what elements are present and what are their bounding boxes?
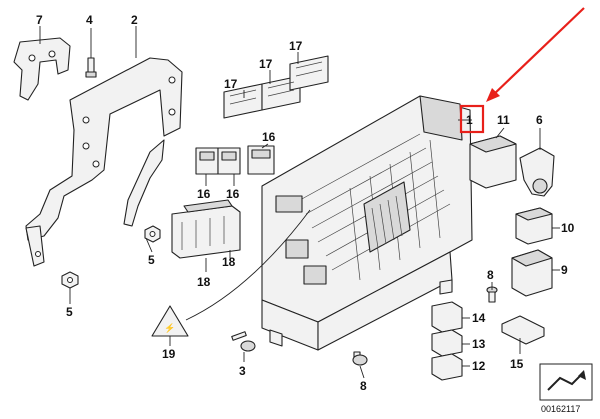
callout-10: 10: [561, 221, 575, 235]
callout-labels: 7 4 2 5 5 17 17 17 16 16 16 18 18 19 3 8…: [36, 13, 575, 393]
callout-19: 19: [162, 347, 176, 361]
callout-14: 14: [472, 311, 486, 325]
relay-16-pair: [195, 147, 241, 175]
highlight-annotation: [459, 7, 585, 134]
relay-9: [511, 249, 553, 297]
catalog-logo: 00162117: [539, 363, 593, 414]
relay-11: [469, 135, 517, 189]
callout-7: 7: [36, 13, 43, 27]
callout-17-middle: 17: [259, 57, 273, 71]
callout-11: 11: [497, 113, 510, 127]
callout-18-left: 18: [197, 275, 211, 289]
bracket-7: [13, 37, 71, 101]
callout-17-right: 17: [289, 39, 303, 53]
callout-4: 4: [86, 13, 93, 27]
callout-5-upper: 5: [148, 253, 155, 267]
callout-9: 9: [561, 263, 568, 277]
relay-13: [431, 329, 463, 357]
callout-5-lower: 5: [66, 305, 73, 319]
relay-14: [431, 301, 463, 333]
callout-8-lower: 8: [360, 379, 367, 393]
screw-8-lower: [352, 351, 368, 366]
callout-18-right: 18: [222, 255, 236, 269]
relay-block-18: [171, 199, 241, 259]
callout-15: 15: [510, 357, 524, 371]
relay-16-single: [247, 145, 275, 175]
catalog-number: 00162117: [541, 404, 580, 414]
callout-16-right: 16: [262, 130, 276, 144]
svg-text:⚡: ⚡: [164, 322, 175, 334]
callout-12: 12: [472, 359, 486, 373]
callout-3: 3: [239, 364, 246, 378]
callout-8-upper: 8: [487, 268, 494, 282]
fuse-box-1: [261, 95, 473, 351]
relay-strip-17: [223, 55, 329, 119]
sensor-6: [519, 147, 555, 197]
callout-17-left: 17: [224, 77, 238, 91]
connector-15: [501, 315, 545, 345]
nut-5-upper: [144, 225, 161, 243]
callout-13: 13: [472, 337, 486, 351]
highlight-box: [459, 104, 485, 134]
relay-12: [431, 353, 463, 381]
screw-4: [85, 28, 97, 78]
callout-1: 1: [466, 113, 473, 127]
leader-lines: [39, 26, 560, 379]
relay-10: [515, 207, 553, 245]
callout-6: 6: [536, 113, 543, 127]
nut-5-lower: [61, 271, 79, 289]
callout-16-left: 16: [197, 187, 211, 201]
callout-2: 2: [131, 13, 138, 27]
bracket-2: [25, 57, 183, 267]
screw-3: [231, 331, 256, 352]
callout-16-middle: 16: [226, 187, 240, 201]
